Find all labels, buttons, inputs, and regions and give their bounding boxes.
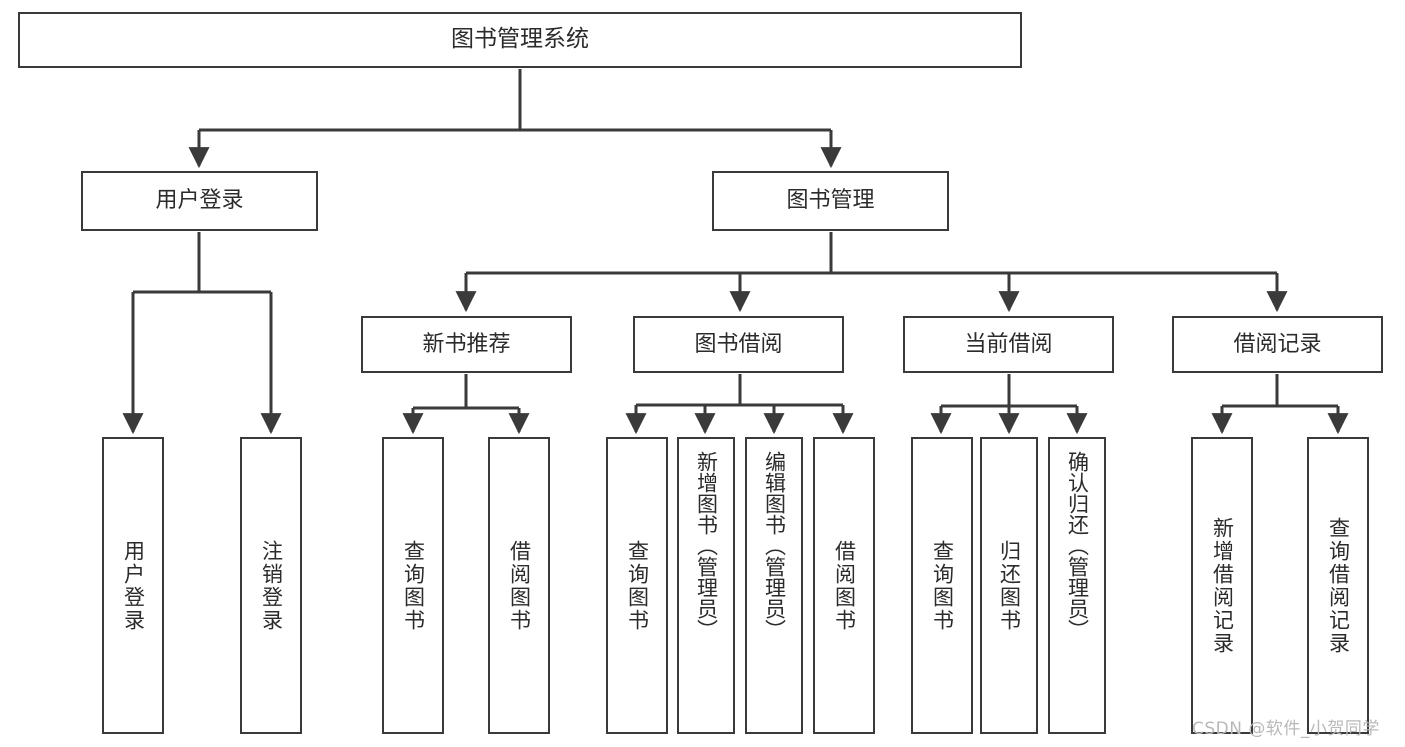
leaf-borrow-book-new-rec[interactable]: 借阅图书 xyxy=(488,437,550,734)
node-user-login[interactable]: 用户登录 xyxy=(81,171,318,231)
node-current-borrow[interactable]: 当前借阅 xyxy=(903,316,1114,373)
leaf-user-login[interactable]: 用户登录 xyxy=(102,437,164,734)
node-label: 用户登录 xyxy=(155,188,244,214)
node-label: 查询图书 xyxy=(401,539,426,632)
node-label: 图书管理 xyxy=(786,188,875,214)
node-label: 新增图书（管理员） xyxy=(694,451,719,640)
node-label: 借阅图书 xyxy=(507,539,532,632)
node-book-management[interactable]: 图书管理 xyxy=(712,171,949,231)
leaf-query-borrow-record[interactable]: 查询借阅记录 xyxy=(1307,437,1369,734)
node-label: 新增借阅记录 xyxy=(1210,516,1235,655)
node-label: 查询图书 xyxy=(930,539,955,632)
leaf-add-borrow-record[interactable]: 新增借阅记录 xyxy=(1191,437,1253,734)
leaf-query-book-current[interactable]: 查询图书 xyxy=(911,437,973,734)
node-label: 编辑图书（管理员） xyxy=(762,451,787,640)
node-borrow-record[interactable]: 借阅记录 xyxy=(1172,316,1383,373)
leaf-query-book-new-rec[interactable]: 查询图书 xyxy=(382,437,444,734)
node-label: 借阅图书 xyxy=(832,539,857,632)
node-label: 借阅记录 xyxy=(1233,331,1322,357)
node-label: 当前借阅 xyxy=(964,331,1053,357)
csdn-watermark: CSDN @软件_小贺同学 xyxy=(1192,719,1380,739)
node-label: 归还图书 xyxy=(997,539,1022,632)
node-book-borrow[interactable]: 图书借阅 xyxy=(633,316,844,373)
leaf-return-book[interactable]: 归还图书 xyxy=(980,437,1038,734)
leaf-confirm-return-admin[interactable]: 确认归还（管理员） xyxy=(1048,437,1106,734)
node-label: 新书推荐 xyxy=(422,331,511,357)
node-label: 确认归还（管理员） xyxy=(1065,451,1090,640)
leaf-add-book-admin[interactable]: 新增图书（管理员） xyxy=(677,437,735,734)
leaf-edit-book-admin[interactable]: 编辑图书（管理员） xyxy=(745,437,803,734)
node-label: 查询借阅记录 xyxy=(1326,516,1351,655)
leaf-borrow-book[interactable]: 借阅图书 xyxy=(813,437,875,734)
node-label: 图书借阅 xyxy=(694,331,783,357)
node-label: 查询图书 xyxy=(625,539,650,632)
node-label: 图书管理系统 xyxy=(451,26,589,53)
node-label: 注销登录 xyxy=(259,539,284,632)
leaf-query-book-borrow[interactable]: 查询图书 xyxy=(606,437,668,734)
node-label: 用户登录 xyxy=(121,539,146,632)
node-new-book-recommendation[interactable]: 新书推荐 xyxy=(361,316,572,373)
node-root-book-management-system[interactable]: 图书管理系统 xyxy=(18,12,1022,68)
leaf-user-logout[interactable]: 注销登录 xyxy=(240,437,302,734)
